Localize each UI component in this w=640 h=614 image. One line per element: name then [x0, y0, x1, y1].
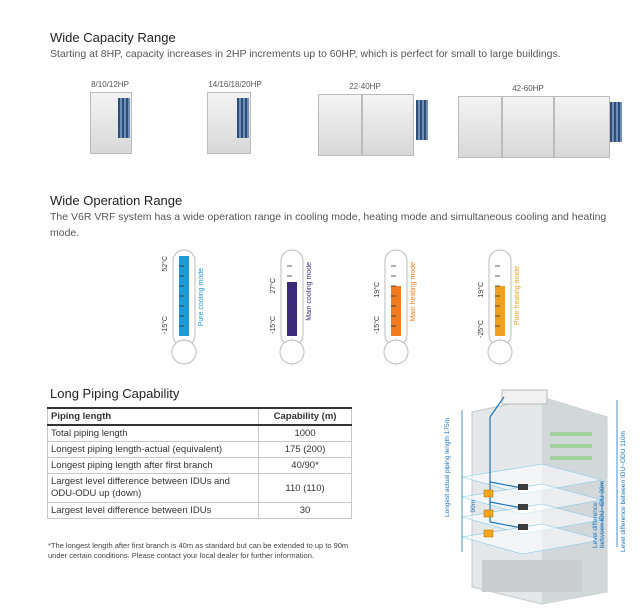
header-capability: Capability (m)	[258, 407, 352, 426]
row-label: Longest piping length after first branch	[46, 457, 260, 474]
outdoor-unit-image-2	[207, 92, 251, 154]
piping-footnote: *The longest length after first branch i…	[48, 541, 349, 560]
table-row: Largest level difference between IDUs 30	[46, 502, 352, 519]
unit-label-1: 8/10/12HP	[91, 80, 129, 89]
capacity-description: Starting at 8HP, capacity increases in 2…	[50, 48, 561, 60]
thermometer-main-heating-graphic	[383, 249, 409, 365]
outdoor-unit-image-3	[318, 94, 430, 158]
thermo3-high: 19°C	[374, 282, 381, 298]
label-actual-piping: Longest actual piping length 175m	[444, 418, 451, 518]
label-90m: 90m	[470, 500, 477, 513]
thermometer-main-heating: 19°C -15°C Main heating mode	[372, 248, 442, 366]
row-value: 30	[258, 502, 352, 519]
table-row: Longest piping length-actual (equivalent…	[46, 441, 352, 458]
unit-label-4: 42-60HP	[512, 84, 544, 93]
thermo4-low: -25°C	[478, 320, 485, 338]
row-label: Total piping length	[46, 424, 260, 442]
outdoor-unit-image-4	[458, 96, 626, 160]
label-idu-idu: Level difference between IDU~IDU 30m	[592, 480, 606, 548]
thermo2-mode: Main cooling mode	[306, 262, 313, 321]
operation-description-line2: mode.	[50, 227, 80, 239]
row-value: 40/90*	[258, 457, 352, 474]
header-piping-length: Piping length	[46, 407, 260, 426]
label-idu-odu: Level difference between IDU~ODU 110m	[620, 431, 627, 552]
piping-table: Piping length Capability (m) Total pipin…	[46, 407, 352, 519]
table-row: Longest piping length after first branch…	[46, 457, 352, 474]
operation-title: Wide Operation Range	[50, 193, 183, 208]
thermo4-mode: Pure heating mode	[514, 266, 521, 326]
table-row: Total piping length 1000	[46, 424, 352, 442]
thermo4-high: 19°C	[478, 282, 485, 298]
building-piping-diagram: Longest actual piping length 175m 90m Le…	[432, 382, 632, 608]
unit-label-2: 14/16/18/20HP	[208, 80, 262, 89]
thermometer-pure-heating: 19°C -25°C Pure heating mode	[476, 248, 546, 366]
capacity-title: Wide Capacity Range	[50, 30, 176, 45]
thermo1-high: 52°C	[162, 256, 169, 272]
row-label: Largest level difference between IDUs	[46, 502, 260, 519]
table-header-row: Piping length Capability (m)	[46, 407, 352, 426]
thermo3-low: -15°C	[374, 316, 381, 334]
thermometer-main-cooling-graphic	[279, 249, 305, 365]
row-label: Largest level difference between IDUs an…	[46, 473, 260, 503]
building-graphic	[461, 389, 618, 605]
row-value: 1000	[258, 424, 352, 442]
unit-label-3: 22-40HP	[349, 82, 381, 91]
thermometer-pure-cooling: 52°C -15°C Pure cooling mode	[160, 248, 230, 366]
row-label: Longest piping length-actual (equivalent…	[46, 441, 260, 458]
operation-description-line1: The V6R VRF system has a wide operation …	[50, 211, 607, 223]
row-value: 175 (200)	[258, 441, 352, 458]
thermo1-low: -15°C	[162, 316, 169, 334]
row-value: 110 (110)	[258, 473, 352, 503]
thermo3-mode: Main heating mode	[410, 262, 417, 322]
outdoor-unit-image-1	[90, 92, 132, 154]
thermometer-pure-heating-graphic	[487, 249, 513, 365]
thermo1-mode: Pure cooling mode	[198, 268, 205, 327]
thermometer-pure-cooling-graphic	[171, 249, 197, 365]
thermo2-low: -15°C	[270, 316, 277, 334]
piping-title: Long Piping Capability	[50, 386, 180, 401]
thermo2-high: 27°C	[270, 278, 277, 294]
table-row: Largest level difference between IDUs an…	[46, 473, 352, 503]
thermometer-main-cooling: 27°C -15°C Main cooling mode	[268, 248, 338, 366]
